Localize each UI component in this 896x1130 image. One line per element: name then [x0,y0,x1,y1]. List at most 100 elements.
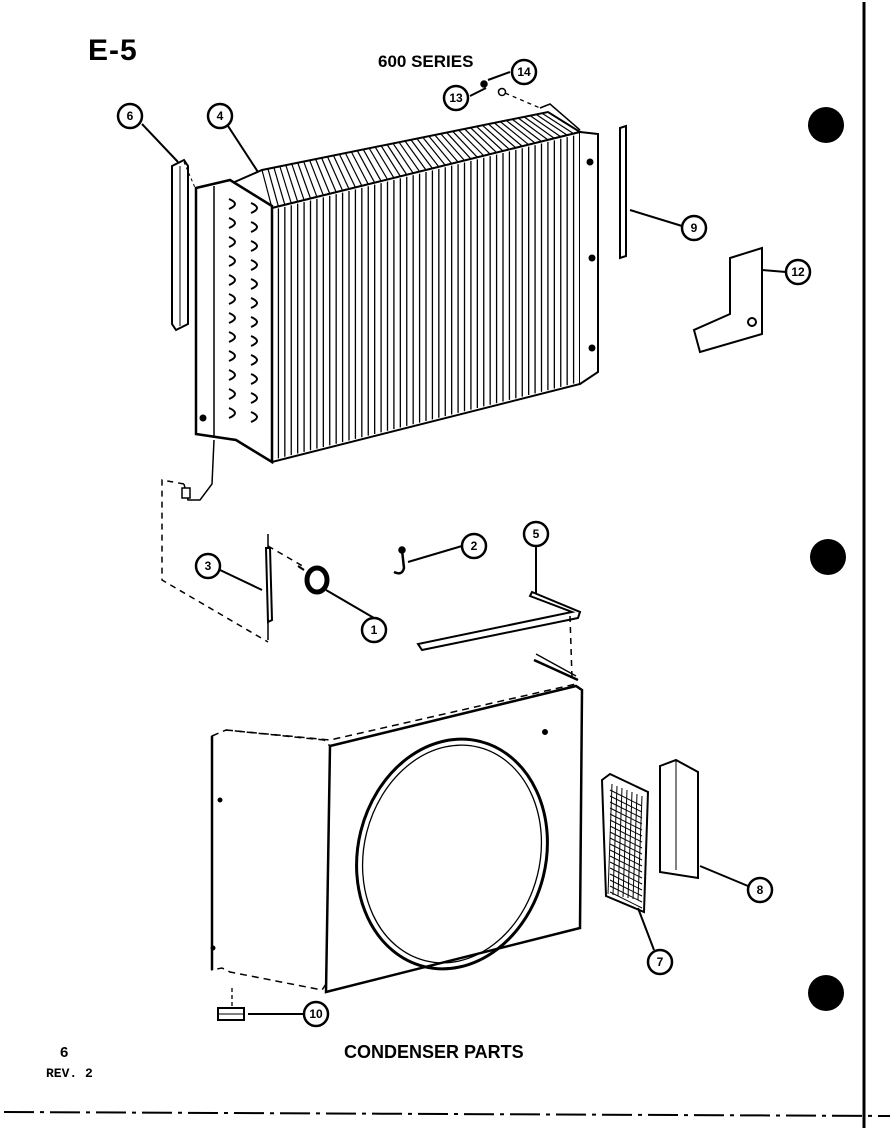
drawing-stroke [617,787,623,897]
return-bend [228,293,236,305]
drawing-stroke [499,121,530,146]
drawing-stroke [380,145,401,177]
callout-label: 14 [517,65,531,79]
return-bend [250,202,258,214]
drawing-stroke [541,112,574,135]
callout-label: 6 [127,109,134,123]
drawing-stroke [261,169,273,209]
return-bend [250,316,258,328]
part-6-bracket [171,158,197,332]
revision-label: REV. 2 [46,1066,93,1081]
drawing-stroke [386,144,408,176]
drawing-stroke [493,122,523,147]
part-3-strainer [264,534,274,640]
return-bend [228,217,236,229]
return-bend [228,236,236,248]
drawing-stroke [326,156,344,191]
drawing-stroke [350,151,369,185]
drawing-stroke [547,111,581,133]
series-label: 600 SERIES [378,52,474,71]
callout-label: 8 [757,883,764,897]
return-bend [228,369,236,381]
drawing-stroke [434,134,459,163]
return-bend [228,350,236,362]
return-bend [250,373,258,385]
part-7-grille [600,772,650,914]
drawing-stroke [476,126,504,152]
drawing-stroke [297,162,312,199]
callout-label: 5 [533,527,540,541]
return-bend [228,388,236,400]
drawing-stroke [344,152,363,187]
drawing-stroke [609,885,643,903]
callout-2: 2 [460,532,488,560]
drawing-stroke [285,164,299,202]
drawing-stroke [303,161,318,198]
drawing-stroke [362,149,382,182]
part-10-plug [217,988,245,1021]
drawing-stroke [338,154,356,188]
drawing-stroke [609,855,643,873]
diagram-caption: CONDENSER PARTS [344,1042,524,1062]
drawing-stroke [422,136,446,166]
part-2-clip [393,546,406,575]
drawing-stroke [309,160,324,196]
drawing-stroke [321,157,337,193]
return-bend [250,392,258,404]
callout-label: 13 [449,91,463,105]
callout-label: 3 [205,559,212,573]
callout-label: 10 [309,1007,323,1021]
page-code: E-5 [88,34,138,67]
drawing-stroke [609,843,643,861]
callout-1: 1 [360,616,388,644]
part-8-filter [659,758,699,880]
return-bend [250,240,258,252]
callout-label: 7 [657,955,664,969]
drawing-stroke [535,113,568,136]
drawing-stroke [609,849,643,867]
drawing-stroke [416,138,440,168]
callout-13: 13 [442,84,470,112]
callout-label: 4 [217,109,224,123]
page-border [3,2,891,1128]
callout-label: 9 [691,221,698,235]
return-bend [228,331,236,343]
callout-6: 6 [116,102,144,130]
drawing-stroke [315,158,331,194]
page-number: 6 [60,1044,69,1061]
drawing-stroke [428,135,453,165]
callout-label: 1 [371,623,378,637]
drawing-stroke [612,785,618,896]
drawing-stroke [622,789,628,898]
drawing-stroke [488,123,517,149]
return-bend [250,354,258,366]
callout-9: 9 [680,214,708,242]
drawing-stroke [356,150,376,183]
callout-14: 14 [510,58,538,86]
drawing-stroke [332,155,350,190]
condenser-coil [194,89,599,465]
callout-10: 10 [302,1000,330,1028]
return-bend [228,255,236,267]
drawing-stroke [446,132,472,160]
return-bend [228,407,236,419]
drawing-stroke [440,133,465,161]
drawing-stroke [505,119,536,144]
part-5-rail [416,590,582,652]
callout-4: 4 [206,102,234,130]
drawing-stroke [529,115,562,138]
part-13-14-hardware [480,80,507,97]
return-bend [250,259,258,271]
drawing-stroke [609,873,643,891]
drawing-stroke [609,891,643,909]
drawing-stroke [470,127,497,154]
drawing-stroke [452,130,478,158]
return-bend [250,335,258,347]
callout-7: 7 [646,948,674,976]
drawing-stroke [482,124,510,150]
drawing-stroke [410,139,433,169]
drawing-stroke [267,168,279,207]
return-bend [250,297,258,309]
return-bend [228,198,236,210]
